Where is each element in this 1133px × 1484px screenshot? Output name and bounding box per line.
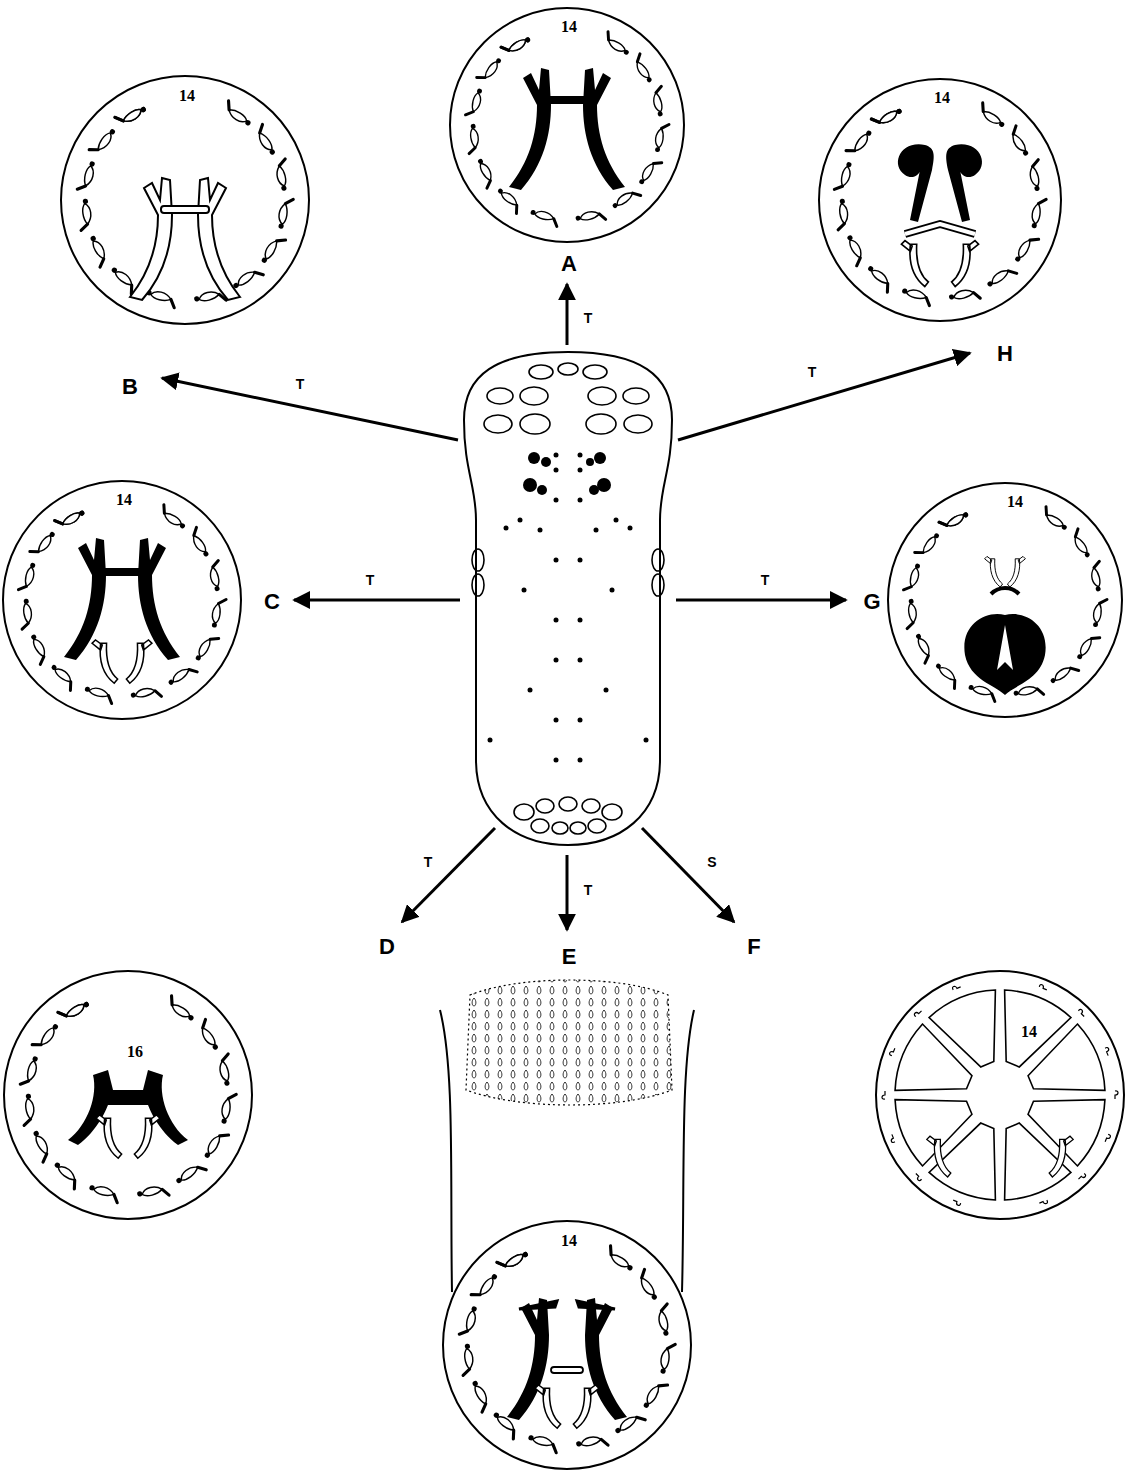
segment-count: 14	[1021, 1024, 1037, 1040]
arrow-label: T	[584, 883, 593, 897]
panel-letter: E	[562, 946, 577, 968]
denticle-patch	[440, 980, 694, 1292]
segment-count: 16	[127, 1044, 143, 1060]
pattern-circle: 14H	[818, 78, 1062, 322]
pattern-g	[903, 507, 1107, 702]
arrow-label: T	[366, 573, 375, 587]
arrow-label: S	[707, 855, 716, 869]
pattern-b	[77, 101, 293, 308]
pattern-circle: 14G	[887, 482, 1123, 718]
pattern-a	[465, 32, 669, 227]
panel-letter: A	[561, 253, 577, 275]
segment-count: 14	[561, 1233, 577, 1249]
segment-count: 14	[561, 19, 577, 35]
panel-letter: G	[863, 591, 880, 613]
panel-letter: C	[264, 591, 280, 613]
pattern-circle: 16D	[3, 970, 253, 1220]
panel-letter: D	[379, 936, 395, 958]
embryo-body	[464, 352, 672, 845]
pattern-h	[834, 103, 1046, 306]
arrow-label: T	[761, 573, 770, 587]
panel-letter: B	[122, 376, 138, 398]
segment-count: 14	[934, 90, 950, 106]
arrow-label: T	[808, 365, 817, 379]
arrow-label: T	[424, 855, 433, 869]
segment-count: 14	[1007, 494, 1023, 510]
pattern-circle: 14E	[442, 1220, 692, 1470]
pattern-circle: 14C	[2, 480, 242, 720]
pattern-circle: 14B	[60, 75, 310, 325]
arrow-label: T	[584, 311, 593, 325]
arrows	[162, 284, 970, 930]
segment-count: 14	[179, 88, 195, 104]
pattern-circle: 14A	[449, 7, 685, 243]
pattern-e	[459, 1246, 675, 1453]
panel-letter: H	[997, 343, 1013, 365]
segment-count: 14	[116, 492, 132, 508]
pattern-c	[18, 505, 226, 704]
pattern-d	[20, 996, 236, 1203]
arrow-label: T	[296, 377, 305, 391]
panel-letter: F	[747, 936, 760, 958]
pattern-f	[882, 984, 1118, 1206]
pattern-circle: 14F	[875, 970, 1125, 1220]
